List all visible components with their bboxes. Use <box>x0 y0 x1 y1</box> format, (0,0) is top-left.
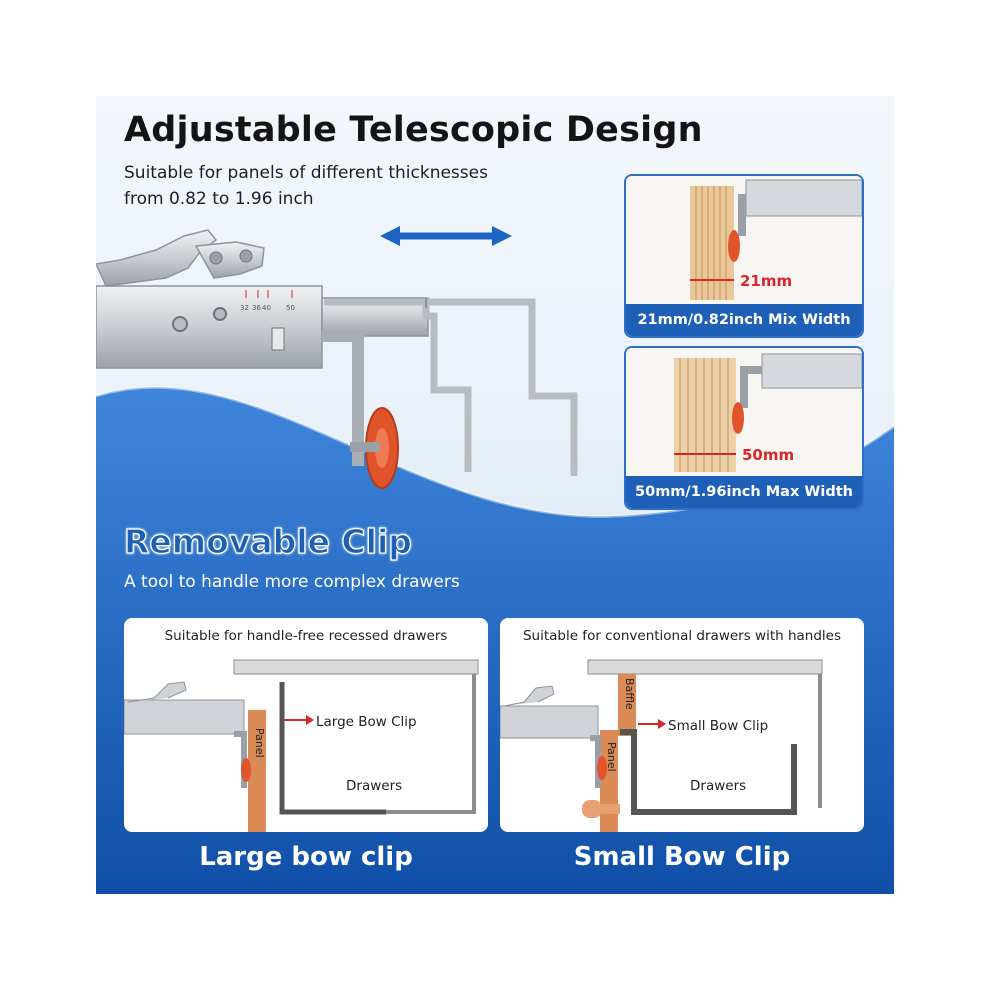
panel-board <box>248 710 266 832</box>
max-width-caption: 50mm/1.96inch Max Width <box>626 476 862 508</box>
page-subtitle: Suitable for panels of different thickne… <box>124 160 594 212</box>
wood-panel-thin <box>690 186 734 300</box>
drawer-handle-icon <box>582 800 620 818</box>
small-bow-clip-panel: Suitable for conventional drawers with h… <box>500 618 864 832</box>
large-bow-clip-label: Large Bow Clip <box>316 714 417 730</box>
panel-label: Panel <box>253 728 266 758</box>
drawers-label: Drawers <box>346 778 403 794</box>
panel-description: Suitable for handle-free recessed drawer… <box>164 628 448 644</box>
drawers-label: Drawers <box>690 778 747 794</box>
min-width-measure: 21mm <box>740 272 793 290</box>
min-width-caption: 21mm/0.82inch Mix Width <box>626 304 862 336</box>
page-title: Adjustable Telescopic Design <box>124 110 703 150</box>
baffle-label: Baffle <box>623 678 636 710</box>
double-arrow-icon <box>380 226 512 246</box>
lever-handle <box>96 229 218 287</box>
product-infographic: Adjustable Telescopic Design Suitable fo… <box>96 96 894 894</box>
max-width-measure: 50mm <box>742 446 795 464</box>
scale-mark-50: 50 <box>286 304 295 312</box>
clip-section-title: Removable Clip <box>123 521 412 561</box>
scale-mark-32: 32 <box>240 304 249 312</box>
main-bar <box>96 285 323 369</box>
min-width-thumbnail: 21mm 21mm/0.82inch Mix Width <box>624 174 864 338</box>
scale-ticks <box>245 290 293 298</box>
small-bow-clip-caption: Small Bow Clip <box>573 842 791 872</box>
subtitle-line-2: from 0.82 to 1.96 inch <box>124 189 314 209</box>
baffle-board <box>618 674 636 736</box>
panel-description: Suitable for conventional drawers with h… <box>522 628 842 644</box>
large-bow-clip-caption: Large bow clip <box>199 842 413 872</box>
wheel-icon <box>350 407 399 489</box>
scale-mark-36: 36 <box>252 304 261 312</box>
telescopic-tool-illustration <box>96 226 578 489</box>
clip-section-subtitle: A tool to handle more complex drawers <box>124 572 460 592</box>
panel-label: Panel <box>605 742 618 772</box>
large-bow-clip-panel: Suitable for handle-free recessed drawer… <box>124 618 488 832</box>
small-bow-clip-label: Small Bow Clip <box>668 718 769 734</box>
subtitle-line-1: Suitable for panels of different thickne… <box>124 163 488 183</box>
scale-mark-40: 40 <box>262 304 271 312</box>
max-width-thumbnail: 50mm 50mm/1.96inch Max Width <box>624 346 864 510</box>
